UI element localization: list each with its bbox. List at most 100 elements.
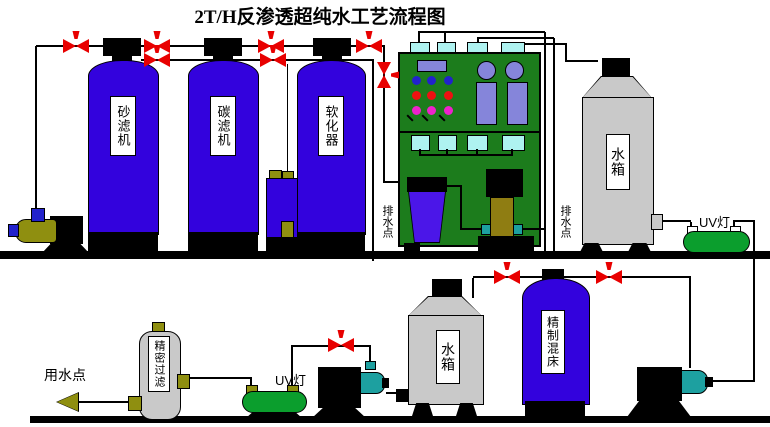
hp-pump-motor-top (486, 169, 523, 197)
uv-lamp-lower-base (246, 408, 302, 418)
mid-pump-top-fitting (365, 361, 376, 370)
pipe-softener-to-ro (383, 45, 385, 183)
valve-softener-outlet (356, 31, 382, 54)
water-tank-upper-shoulder (582, 76, 652, 98)
pipe-filter-to-uv (188, 377, 252, 379)
mid-pump-pedestal (312, 408, 366, 418)
softener-label: 软化器 (318, 96, 344, 156)
pipe-brine-line (287, 64, 288, 228)
pipe-lower-top (141, 59, 374, 61)
ro-manifold-stub-2 (446, 149, 448, 155)
indicator-blue-2 (427, 76, 436, 85)
carbon-filter-base (188, 232, 258, 258)
pipe-right-riser (753, 221, 755, 382)
pipe-into-ro (383, 181, 410, 183)
uv-lamp-upper (683, 231, 750, 253)
ro-manifold-stub-4 (511, 149, 513, 155)
softener-base (297, 232, 365, 258)
cartridge-filter-housing (408, 191, 446, 243)
ro-panel-divider (398, 131, 541, 133)
water-tank-lower-fitting (396, 389, 408, 402)
indicator-blue-3 (444, 76, 453, 85)
membrane-column-2 (507, 82, 528, 125)
use-point-arrow (56, 392, 79, 412)
lower-ground-line (30, 416, 770, 423)
water-tank-lower-shoulder (408, 296, 482, 316)
uv-lamp-upper-label: UV灯 (699, 215, 731, 230)
sand-filter-valve-head (103, 38, 141, 56)
pipe-uv-to-riser (733, 220, 755, 222)
membrane-column-1 (476, 82, 497, 125)
raw-pump-outlet-fitting (31, 208, 45, 222)
water-tank-lower-cap (432, 279, 462, 298)
switch-magenta-3 (444, 106, 453, 115)
upper-ground-line (0, 251, 770, 259)
cartridge-filter-cap (407, 177, 447, 192)
pipe-uv-stub-left (690, 222, 692, 227)
valve-mixed-bed-outlet (596, 262, 622, 285)
pipe-tank-to-uv (661, 220, 691, 222)
valve-raw-inlet (63, 31, 89, 54)
softener-valve-head (313, 38, 351, 56)
drain-point-left-label: 排水点 (381, 205, 393, 238)
indicator-blue-1 (412, 76, 421, 85)
use-point-label: 用水点 (44, 367, 86, 383)
pipe-uv-outlet-riser (291, 346, 293, 387)
pipe-drain-riser-1 (544, 32, 546, 252)
indicator-red-1 (412, 91, 421, 100)
hp-pump-fitting-right (513, 224, 523, 235)
valve-ro-inlet (376, 62, 392, 88)
pipe-ro-stub-2 (444, 33, 446, 42)
raw-pump-foot (42, 243, 89, 253)
mixed-bed-base (525, 401, 585, 416)
indicator-red-3 (444, 91, 453, 100)
pipe-cartridge-down (460, 185, 462, 230)
membrane-gauge-2 (505, 61, 524, 80)
carbon-filter-label: 碳滤机 (210, 96, 236, 156)
pipe-to-br-pump (712, 380, 755, 382)
mid-pump-tip (382, 378, 389, 388)
ro-lower-port-4 (502, 135, 525, 151)
pipe-tank-to-midpump (386, 392, 398, 394)
precision-filter-label: 精密过滤 (148, 336, 170, 392)
br-pump-body (637, 367, 682, 401)
sand-filter-label: 砂滤机 (110, 96, 136, 156)
switch-magenta-1 (412, 106, 421, 115)
br-pump-pedestal (627, 400, 691, 417)
pipe-product-riser (565, 44, 567, 62)
salt-tank-fitting (281, 221, 294, 238)
raw-water-pump (15, 219, 57, 243)
water-tank-lower-label: 水箱 (436, 330, 460, 384)
water-tank-lower-foot-right (456, 403, 477, 416)
water-tank-lower-foot-left (412, 403, 433, 416)
br-pump-tip (705, 377, 713, 387)
water-tank-upper-foot-left (580, 243, 603, 252)
ro-manifold-stub-1 (419, 149, 421, 155)
water-tank-upper-fitting (651, 214, 663, 230)
pipe-ro-stub-3 (477, 39, 479, 42)
hp-pump-body (490, 197, 514, 240)
raw-pump-inlet-fitting (8, 224, 19, 237)
ro-panel-foot-left (404, 243, 420, 252)
carbon-filter-valve-head (204, 38, 242, 56)
pipe-ro-header-c (511, 43, 567, 45)
pipe-brpump-riser (689, 278, 691, 368)
pipe-midpump-riser (369, 347, 371, 363)
salt-tank-base (266, 237, 299, 258)
uv-lamp-lower (242, 391, 307, 413)
sand-filter-base (88, 232, 158, 258)
pipe-uv-inlet (250, 379, 252, 387)
ro-display (417, 60, 447, 72)
pipe-use-point (77, 401, 131, 403)
membrane-gauge-1 (477, 61, 496, 80)
indicator-red-2 (427, 91, 436, 100)
switch-magenta-2 (427, 106, 436, 115)
valve-mixed-bed-inlet (494, 262, 520, 285)
uv-lamp-upper-base (689, 248, 743, 258)
pipe-drain-riser-2 (553, 38, 555, 252)
water-tank-upper-label: 水箱 (606, 134, 630, 190)
pipe-uv-stub-right (733, 222, 735, 227)
pipe-drain-left (372, 60, 374, 261)
diagram-title: 2T/H反渗透超纯水工艺流程图 (194, 7, 446, 28)
